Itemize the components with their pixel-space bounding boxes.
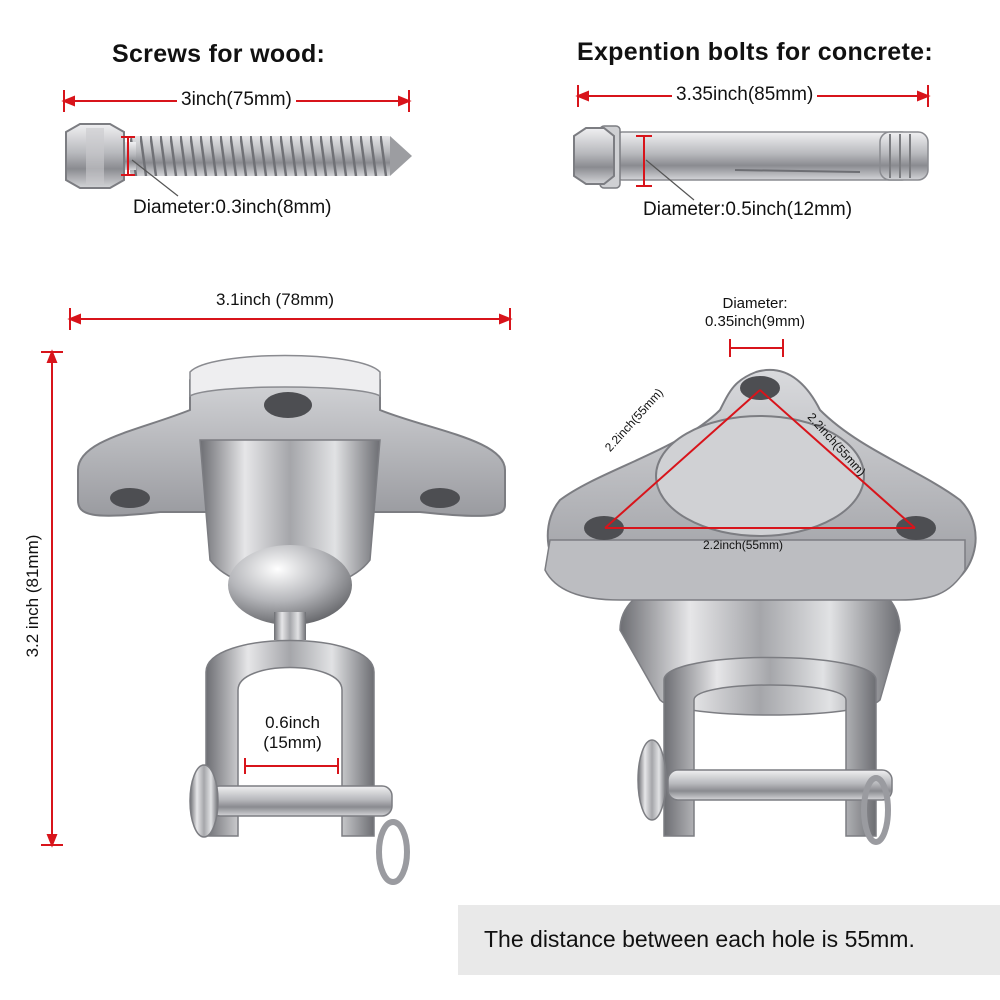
triangle-bottom-side-label: 2.2inch(55mm) xyxy=(703,538,784,552)
hole-diameter-label: Diameter: 0.35inch(9mm) xyxy=(690,295,820,331)
shackle-opening-line1: 0.6inch xyxy=(265,713,320,732)
wood-screw-diameter-label: Diameter:0.3inch(8mm) xyxy=(133,197,332,218)
concrete-bolt-diameter-label: Diameter:0.5inch(12mm) xyxy=(643,199,853,220)
wood-screw-length-label: 3inch(75mm) xyxy=(177,89,296,111)
hole-diameter-line2: 0.35inch(9mm) xyxy=(704,313,806,330)
note-box xyxy=(458,905,1000,975)
swivel-hook-plate xyxy=(544,369,977,845)
hook-width-label: 3.1inch (78mm) xyxy=(216,290,335,309)
concrete-bolts-heading: Expention bolts for concrete: xyxy=(577,38,933,66)
wood-screws-heading: Screws for wood: xyxy=(112,40,326,68)
shackle-opening-line2: (15mm) xyxy=(263,733,322,752)
expansion-bolt xyxy=(573,125,929,189)
hole-diameter-line1: Diameter: xyxy=(722,295,788,312)
wood-screw xyxy=(65,123,412,189)
concrete-bolt-length-label: 3.35inch(85mm) xyxy=(672,84,818,106)
dimension-lines xyxy=(41,85,931,848)
swivel-hook-front xyxy=(77,354,506,885)
hook-height-label: 3.2 inch (81mm) xyxy=(23,534,42,658)
hole-distance-note: The distance between each hole is 55mm. xyxy=(484,926,915,952)
shackle-opening-label: 0.6inch (15mm) xyxy=(250,713,335,753)
leader-lines xyxy=(131,159,695,201)
